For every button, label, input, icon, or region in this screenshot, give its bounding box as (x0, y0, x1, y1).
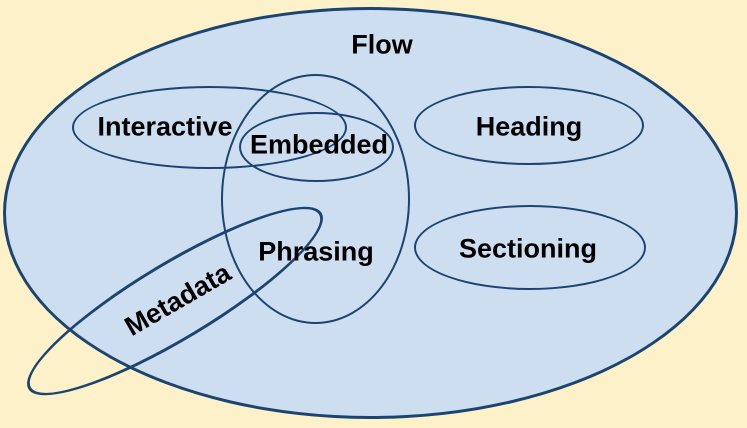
interactive-set-label: Interactive (97, 111, 233, 142)
sectioning-set-ellipse (414, 205, 646, 290)
phrasing-set-label: Phrasing (258, 236, 374, 267)
embedded-set-ellipse (239, 112, 394, 182)
heading-set-ellipse (414, 86, 644, 165)
embedded-set-label: Embedded (249, 129, 389, 160)
heading-set-label: Heading (475, 111, 583, 142)
flow-set-label: Flow (351, 29, 413, 60)
phrasing-set-ellipse (221, 74, 410, 324)
sectioning-set-label: Sectioning (458, 233, 598, 264)
